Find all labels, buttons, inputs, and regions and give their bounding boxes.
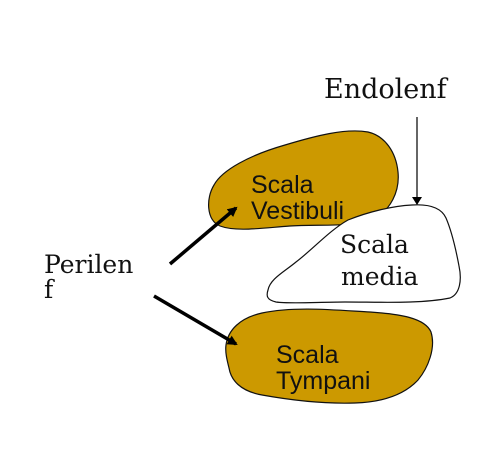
perilen-arrow-to-tympani: [153, 294, 238, 346]
perilen-label-line2: f: [44, 275, 55, 304]
tympani-label-line2: Tympani: [276, 367, 370, 395]
vestibuli-label-line2: Vestibuli: [251, 197, 344, 225]
scala-vestibuli-shape: [208, 130, 399, 230]
perilen-label-line1: Perilen: [44, 250, 133, 279]
scala-media-shape: [266, 204, 461, 304]
tympani-label-line1: Scala: [276, 341, 339, 369]
scala-tympani-shape: [225, 308, 434, 404]
media-label-line2: media: [341, 262, 419, 291]
perilen-arrow-to-vestibuli: [168, 206, 238, 266]
vestibuli-label-line1: Scala: [251, 171, 314, 199]
media-label-line1: Scala: [340, 230, 409, 259]
endolenf-label: Endolenf: [324, 74, 449, 105]
